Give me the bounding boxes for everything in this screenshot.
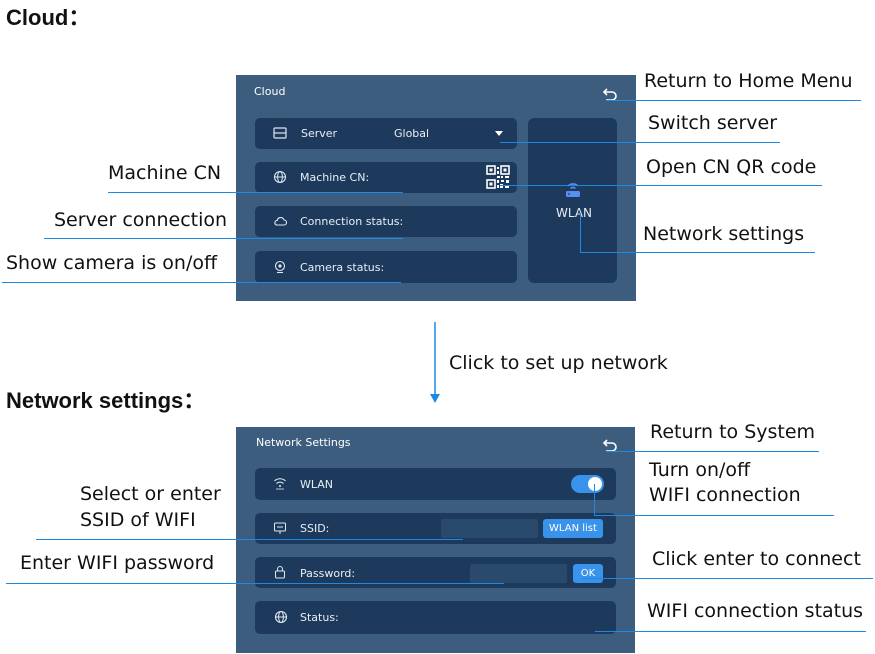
status-row bbox=[255, 601, 616, 634]
wlan-list-button[interactable]: WLAN list bbox=[543, 519, 603, 538]
annotation-enter-password: Enter WIFI password bbox=[20, 552, 215, 574]
network-panel-title: Network Settings bbox=[256, 436, 351, 449]
back-arrow-icon[interactable] bbox=[602, 86, 618, 102]
leader-line-return-home bbox=[606, 100, 861, 101]
annotation-wifi-status: WIFI connection status bbox=[647, 600, 864, 622]
wlan-toggle-knob bbox=[588, 477, 602, 491]
wlan-label: WLAN bbox=[556, 206, 593, 220]
annotation-turn-wifi-line2: WIFI connection bbox=[649, 484, 801, 506]
machine-cn-label: Machine CN: bbox=[300, 171, 370, 184]
wlan-button[interactable] bbox=[528, 118, 617, 283]
leader-line-open-qr bbox=[500, 185, 822, 186]
leader-line-ok bbox=[582, 578, 873, 579]
leader-line-status bbox=[595, 631, 866, 632]
ok-button[interactable]: OK bbox=[573, 564, 603, 583]
back-arrow-icon[interactable] bbox=[602, 437, 618, 453]
annotation-machine-cn: Machine CN bbox=[108, 162, 222, 184]
server-icon bbox=[273, 127, 287, 139]
leader-line-return-system bbox=[606, 451, 819, 452]
annotation-click-enter: Click enter to connect bbox=[652, 548, 861, 570]
annotation-switch-server: Switch server bbox=[648, 112, 778, 134]
annotation-show-camera: Show camera is on/off bbox=[6, 252, 218, 274]
leader-line-password bbox=[6, 583, 504, 584]
annotation-click-setup: Click to set up network bbox=[449, 352, 668, 374]
globe-icon bbox=[273, 170, 287, 184]
cloud-panel-title: Cloud bbox=[254, 85, 286, 98]
ssid-icon bbox=[274, 522, 286, 534]
annotation-server-connection: Server connection bbox=[54, 209, 228, 231]
dropdown-caret-icon[interactable] bbox=[492, 126, 506, 140]
annotation-turn-wifi-line1: Turn on/off bbox=[649, 459, 751, 481]
camera-status-label: Camera status: bbox=[300, 261, 385, 274]
cloud-heading: Cloud： bbox=[6, 5, 91, 30]
password-label: Password: bbox=[300, 567, 356, 580]
server-select-value[interactable]: Global bbox=[394, 127, 430, 140]
cloud-icon bbox=[274, 217, 287, 226]
ssid-input[interactable] bbox=[441, 519, 538, 538]
down-arrow-icon bbox=[430, 322, 440, 403]
leader-line-server-connection bbox=[44, 238, 403, 239]
wifi-icon bbox=[274, 478, 286, 490]
leader-line-ssid bbox=[36, 539, 463, 540]
leader-line-network-settings-v bbox=[580, 213, 581, 252]
status-label: Status: bbox=[300, 611, 339, 624]
annotation-return-home: Return to Home Menu bbox=[644, 70, 853, 92]
password-input[interactable] bbox=[470, 564, 567, 583]
qr-code-icon[interactable] bbox=[486, 165, 510, 189]
server-row[interactable] bbox=[255, 118, 517, 149]
globe-icon bbox=[274, 610, 288, 624]
router-icon bbox=[566, 183, 580, 197]
annotation-open-qr: Open CN QR code bbox=[646, 156, 817, 178]
network-heading: Network settings： bbox=[6, 388, 206, 413]
wlan-row-label: WLAN bbox=[300, 478, 334, 491]
leader-line-machine-cn bbox=[108, 192, 403, 193]
camera-status-row bbox=[255, 251, 517, 283]
annotation-return-system: Return to System bbox=[650, 421, 816, 443]
leader-line-network-settings-h bbox=[580, 252, 815, 253]
lock-icon bbox=[275, 566, 285, 579]
leader-line-toggle-v bbox=[594, 484, 595, 515]
wlan-row bbox=[255, 468, 616, 500]
annotation-select-ssid-line2: SSID of WIFI bbox=[80, 509, 196, 531]
camera-icon bbox=[274, 260, 286, 274]
connection-status-label: Connection status: bbox=[300, 215, 404, 228]
leader-line-toggle-h bbox=[594, 515, 834, 516]
leader-line-show-camera bbox=[2, 282, 401, 283]
wlan-toggle[interactable] bbox=[571, 475, 604, 493]
leader-line-switch-server bbox=[500, 142, 780, 143]
connection-status-row bbox=[255, 206, 517, 237]
machine-cn-row bbox=[255, 162, 517, 193]
server-label: Server bbox=[301, 127, 338, 140]
annotation-select-ssid-line1: Select or enter bbox=[80, 483, 221, 505]
ssid-label: SSID: bbox=[300, 522, 330, 535]
annotation-network-settings: Network settings bbox=[643, 223, 805, 245]
